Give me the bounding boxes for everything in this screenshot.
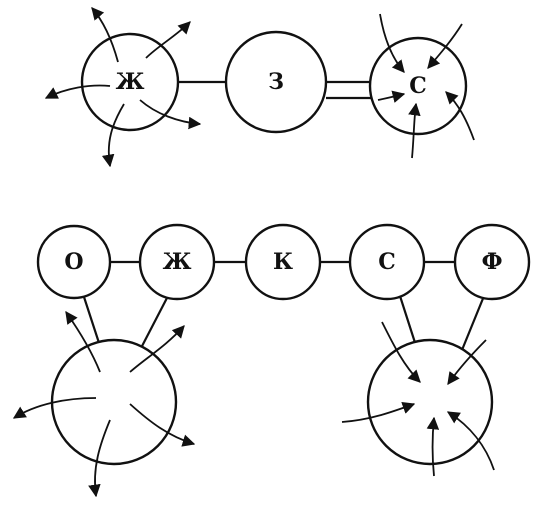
bottom-node-2-label: Ж <box>163 249 192 275</box>
bottom-chain: О Ж К С Ф <box>12 223 531 498</box>
bottom-node-4: С <box>348 223 426 301</box>
bottom-node-1-label: О <box>64 249 83 275</box>
top-left-node: Ж <box>44 7 202 168</box>
bottom-sink-inward-arrows <box>341 321 495 477</box>
bottom-node-4-label: С <box>378 249 396 275</box>
bottom-node-5-label: Ф <box>482 249 503 275</box>
stem-f-to-sink <box>460 295 486 351</box>
bottom-source-outward-arrows <box>12 310 196 498</box>
top-left-node-label: Ж <box>116 69 145 95</box>
top-middle-node: З <box>224 30 328 134</box>
bottom-node-3-label: К <box>273 249 293 275</box>
top-left-outward-arrows <box>44 7 202 168</box>
bottom-source-node <box>12 310 196 498</box>
bottom-node-2: Ж <box>138 223 216 301</box>
bottom-node-5: Ф <box>453 223 531 301</box>
bottom-sink-node <box>341 321 495 477</box>
stem-zh-to-source <box>139 295 169 351</box>
top-right-node: С <box>368 13 475 159</box>
stem-o-to-source <box>82 296 102 347</box>
top-middle-node-label: З <box>268 69 284 95</box>
bottom-node-1: О <box>36 224 112 300</box>
top-right-inward-arrows <box>377 13 475 159</box>
top-chain: Ж З С <box>44 7 475 168</box>
bottom-node-3: К <box>244 223 322 301</box>
top-right-node-label: С <box>409 73 427 99</box>
